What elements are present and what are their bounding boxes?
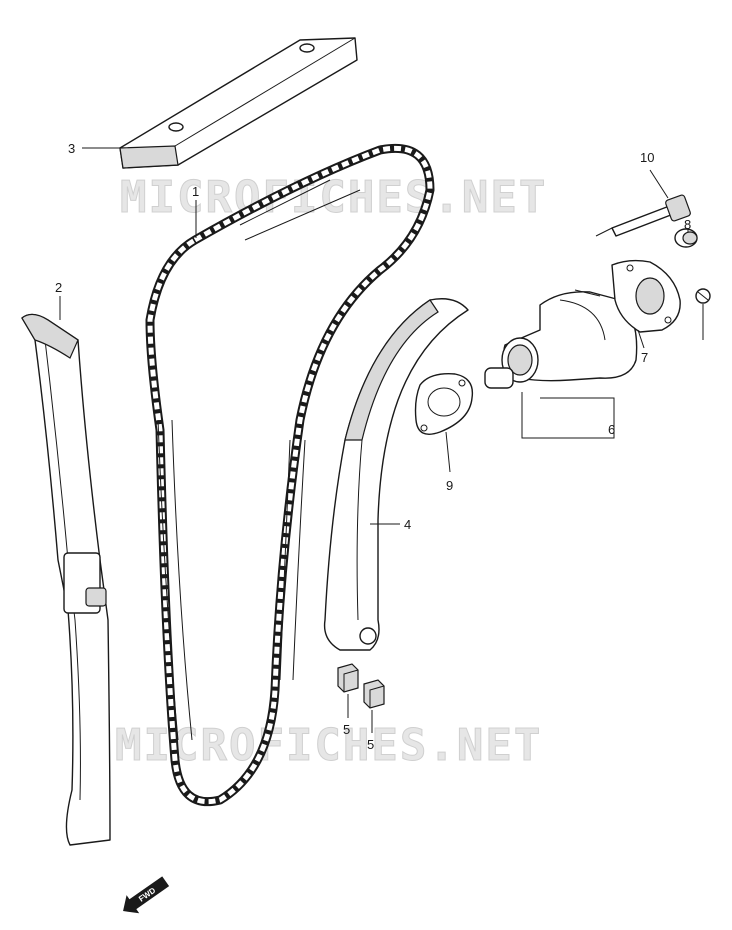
callout-5-right: 5 — [367, 737, 374, 752]
leader-7 — [637, 329, 645, 349]
screw — [695, 288, 711, 304]
callout-1: 1 — [192, 184, 199, 199]
callout-6: 6 — [608, 422, 615, 437]
gasket — [414, 373, 474, 435]
callout-8: 8 — [684, 217, 691, 232]
callout-3: 3 — [68, 141, 75, 156]
callout-10: 10 — [640, 150, 654, 165]
leader-9 — [445, 431, 451, 473]
callout-7: 7 — [641, 350, 648, 365]
callout-4: 4 — [404, 517, 411, 532]
bolt — [611, 194, 691, 237]
callout-5-left: 5 — [343, 722, 350, 737]
watermark-bottom: MICROFICHES.NET — [115, 720, 542, 771]
tensioner-assy — [484, 289, 638, 389]
fwd-arrow: FWD — [123, 876, 170, 914]
guide-pin-right — [363, 679, 385, 709]
guide-pin-left — [337, 663, 359, 693]
chain-guide-top — [119, 37, 358, 169]
watermark-top: MICROFICHES.NET — [120, 172, 547, 223]
callout-2: 2 — [55, 280, 62, 295]
tensioner-plate — [611, 259, 681, 333]
leader-6-top — [595, 227, 613, 237]
leader-10 — [649, 169, 669, 199]
cam-chain — [145, 143, 435, 807]
chain-guide-rear — [21, 313, 111, 846]
callout-9: 9 — [446, 478, 453, 493]
leader-6-bracket — [521, 392, 615, 439]
plug — [674, 228, 698, 248]
chain-tensioner-slipper — [323, 298, 469, 651]
